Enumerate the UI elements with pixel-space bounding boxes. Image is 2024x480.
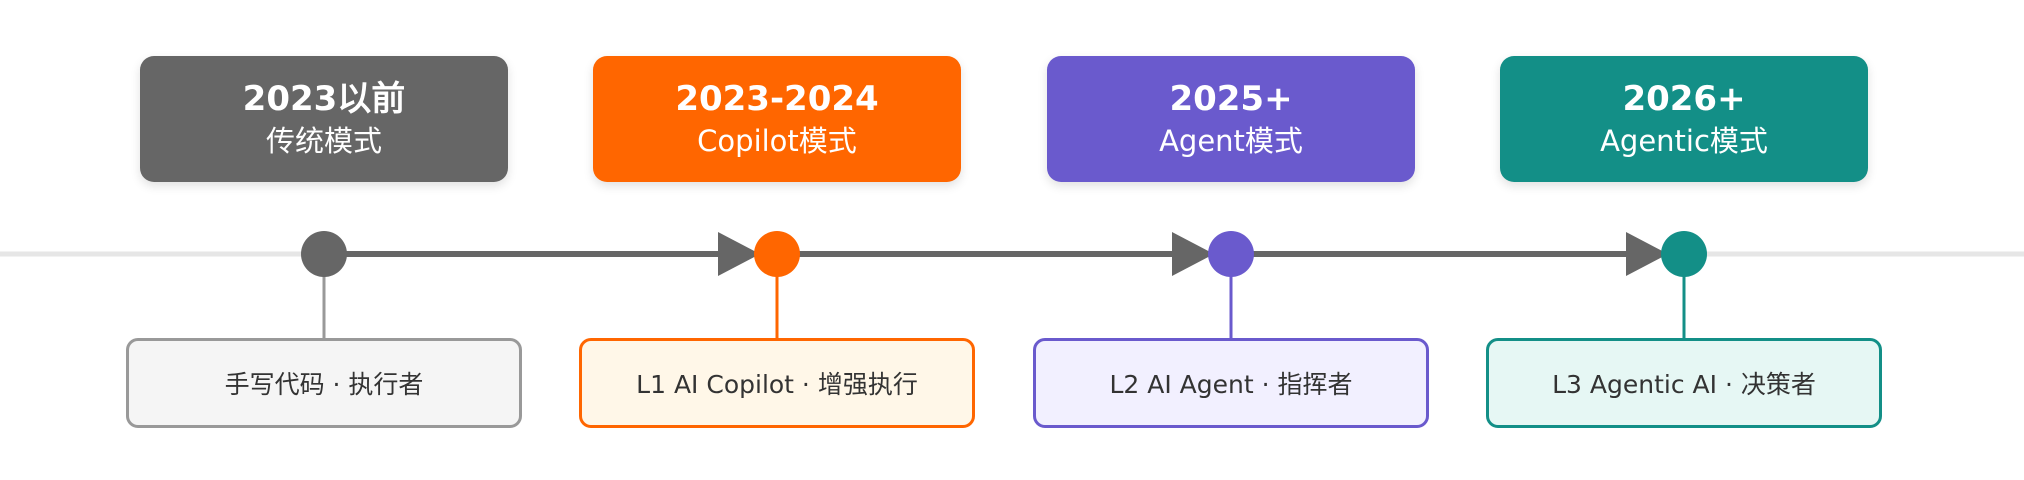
era-card-copilot: 2023-2024 Copilot模式 <box>593 56 961 182</box>
level-card-agentic: L3 Agentic AI · 决策者 <box>1486 338 1882 428</box>
era-mode: 传统模式 <box>265 124 382 158</box>
level-card-agent: L2 AI Agent · 指挥者 <box>1033 338 1429 428</box>
era-card-agentic: 2026+ Agentic模式 <box>1500 56 1868 182</box>
level-label: L3 Agentic AI · 决策者 <box>1552 370 1816 399</box>
level-label: L2 AI Agent · 指挥者 <box>1109 370 1353 399</box>
era-year: 2023-2024 <box>675 79 879 119</box>
era-mode: Agent模式 <box>1159 124 1303 158</box>
era-year: 2026+ <box>1622 79 1746 119</box>
level-label: L1 AI Copilot · 增强执行 <box>636 370 918 399</box>
era-card-agent: 2025+ Agent模式 <box>1047 56 1415 182</box>
level-card-copilot: L1 AI Copilot · 增强执行 <box>579 338 975 428</box>
level-card-executor: 手写代码 · 执行者 <box>126 338 522 428</box>
era-year: 2025+ <box>1169 79 1293 119</box>
era-year: 2023以前 <box>242 79 406 119</box>
era-card-traditional: 2023以前 传统模式 <box>140 56 508 182</box>
arrow-head-2 <box>1172 232 1214 276</box>
timeline-node-2 <box>754 231 800 277</box>
level-label: 手写代码 · 执行者 <box>224 370 424 399</box>
timeline-node-3 <box>1208 231 1254 277</box>
timeline-node-1 <box>301 231 347 277</box>
era-mode: Agentic模式 <box>1600 124 1768 158</box>
arrow-head-1 <box>718 232 760 276</box>
arrow-head-3 <box>1626 232 1668 276</box>
timeline-node-4 <box>1661 231 1707 277</box>
era-mode: Copilot模式 <box>697 124 857 158</box>
